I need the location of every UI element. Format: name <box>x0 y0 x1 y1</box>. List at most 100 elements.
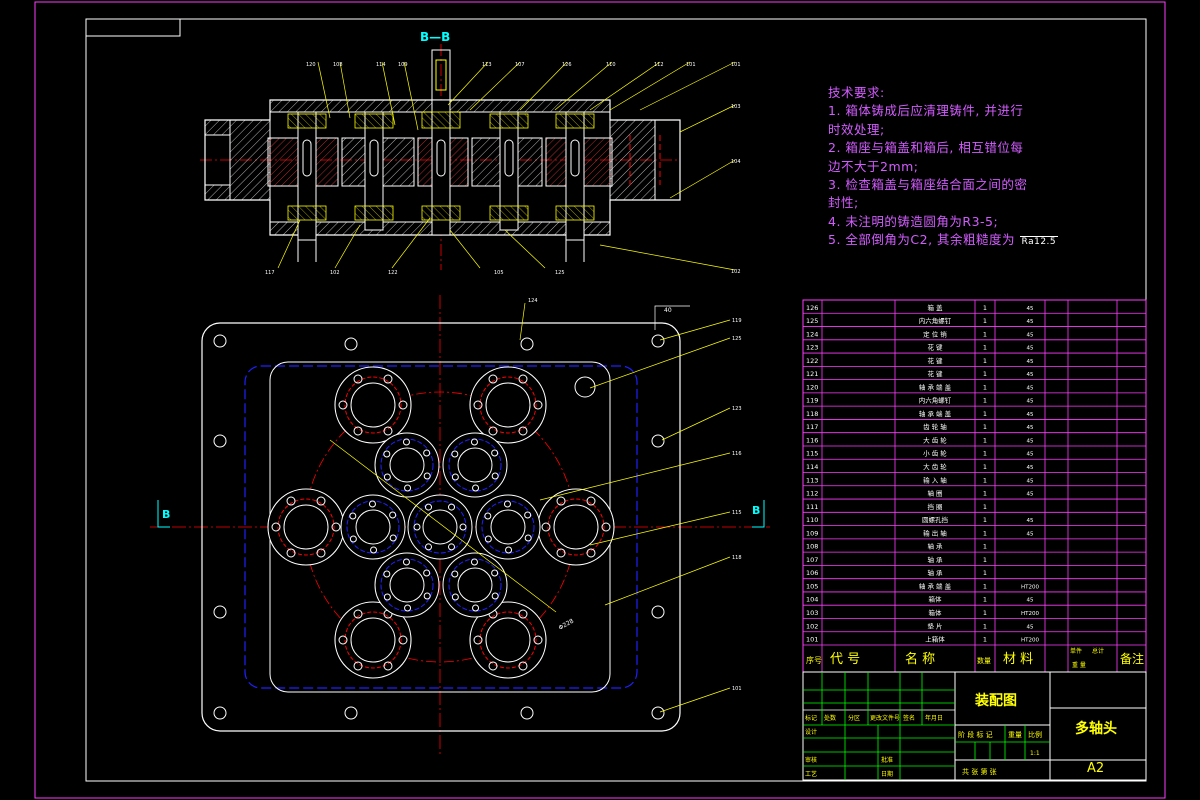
part-name: 箱 盖 <box>927 303 943 312</box>
part-number: 119 <box>806 397 818 405</box>
tb-zone: 分区 <box>848 714 860 722</box>
part-name: 轴 承 端 盖 <box>919 382 952 391</box>
part-name: 花 键 <box>927 343 943 352</box>
header-remarks: 备注 <box>1120 651 1144 666</box>
flange-outer <box>469 366 547 444</box>
part-number: 104 <box>806 596 818 604</box>
gear-hole <box>459 523 467 531</box>
part-qty: 1 <box>983 596 987 604</box>
part-qty: 1 <box>983 543 987 551</box>
gear-hole <box>383 450 391 458</box>
bolt-hole <box>586 496 596 506</box>
svg-text:101: 101 <box>732 686 742 692</box>
svg-text:118: 118 <box>732 555 742 561</box>
part-name: 轴 承 端 盖 <box>919 409 952 418</box>
flange-outer <box>469 601 547 679</box>
part-material: 45 <box>1027 332 1034 338</box>
note-line: 5. 全部倒角为C2, 其余粗糙度为 Ra12.5 <box>828 231 1059 251</box>
part-name: 轴 承 <box>927 555 943 564</box>
gear-hole <box>423 569 431 577</box>
svg-text:115: 115 <box>732 510 742 516</box>
part-number: 110 <box>806 516 818 524</box>
gear-hole <box>448 503 455 511</box>
svg-text:122: 122 <box>388 270 398 276</box>
part-number: 113 <box>806 476 818 484</box>
part-material: 45 <box>1027 346 1034 352</box>
part-number: 115 <box>806 450 818 458</box>
part-number: 125 <box>806 317 818 325</box>
note-line-text: 5. 全部倒角为C2, 其余粗糙度为 <box>828 232 1016 248</box>
product-name: 多轴头 <box>1075 720 1117 737</box>
gear-hole <box>451 570 459 578</box>
gear-hole <box>448 543 455 551</box>
gear-hole <box>423 472 431 480</box>
flange-bore <box>485 382 531 428</box>
part-number: 105 <box>806 582 818 590</box>
tb-standard: 标准化 <box>880 714 898 722</box>
bolt-hole <box>533 635 543 645</box>
part-qty: 1 <box>983 423 987 431</box>
svg-text:123: 123 <box>732 406 742 412</box>
part-qty: 1 <box>983 476 987 484</box>
part-number: 120 <box>806 383 818 391</box>
gear-hole <box>404 484 412 492</box>
gear-hole <box>402 558 410 566</box>
gear-hole <box>503 500 511 508</box>
part-number: 114 <box>806 463 818 471</box>
header-qty: 数量 <box>977 656 991 665</box>
part-qty: 1 <box>983 370 987 378</box>
gear-bore <box>389 447 425 483</box>
note-line: 边不大于2mm; <box>828 158 919 174</box>
section-mark-right: B <box>752 504 760 517</box>
part-material: 45 <box>1027 372 1034 378</box>
part-name: 大 齿 轮 <box>923 435 947 444</box>
technical-requirements: 技术要求: 1. 箱体铸成后应清理铸件, 并进行 时效处理; 2. 箱座与箱盖和… <box>828 84 1059 252</box>
note-line: 封性; <box>828 195 859 211</box>
flange-bore <box>350 617 396 663</box>
part-qty: 1 <box>983 450 987 458</box>
part-qty: 1 <box>983 317 987 325</box>
note-line: 时效处理; <box>828 121 885 137</box>
part-number: 107 <box>806 556 818 564</box>
flange-outer <box>334 601 412 679</box>
part-qty: 1 <box>983 636 987 644</box>
dim-phi: Φ228 <box>558 617 576 631</box>
flange-outer <box>537 488 615 566</box>
bolt-circle <box>277 498 335 556</box>
weight-label: 重量 <box>1008 731 1022 739</box>
svg-text:124: 124 <box>528 298 538 304</box>
gear-bore <box>457 567 493 603</box>
center-gear <box>407 494 473 560</box>
part-name: 大 齿 轮 <box>923 462 947 471</box>
part-material: 45 <box>1027 412 1034 418</box>
svg-text:105: 105 <box>494 270 504 276</box>
bolt-hole <box>353 374 363 384</box>
gear-hole <box>413 523 421 531</box>
part-qty: 1 <box>983 330 987 338</box>
part-material: 45 <box>1027 385 1034 391</box>
bolt-hole <box>601 522 611 532</box>
gear-hole <box>451 593 459 601</box>
notes-title: 技术要求: <box>828 85 885 100</box>
tb-date: 年月日 <box>925 714 943 722</box>
part-qty: 1 <box>983 569 987 577</box>
part-material: 45 <box>1027 452 1034 458</box>
part-number: 117 <box>806 423 818 431</box>
header-weight: 重 量 <box>1072 661 1086 669</box>
svg-text:117: 117 <box>265 270 275 276</box>
bolt-hole <box>488 426 498 436</box>
bolt-hole <box>398 400 408 410</box>
svg-text:102: 102 <box>731 269 741 275</box>
part-qty: 1 <box>983 503 987 511</box>
bolt-hole <box>556 496 566 506</box>
flange-bore <box>283 504 329 550</box>
note-line: 2. 箱座与箱盖和箱后, 相互错位每 <box>828 140 1024 156</box>
part-number: 126 <box>806 304 818 312</box>
gear-hole <box>423 449 431 457</box>
part-material: HT200 <box>1021 584 1039 590</box>
part-number: 121 <box>806 370 818 378</box>
part-name: 内六角螺钉 <box>919 396 952 405</box>
part-name: 花 键 <box>927 356 943 365</box>
gear-hole <box>470 438 478 446</box>
header-material: 材 料 <box>1003 652 1033 667</box>
